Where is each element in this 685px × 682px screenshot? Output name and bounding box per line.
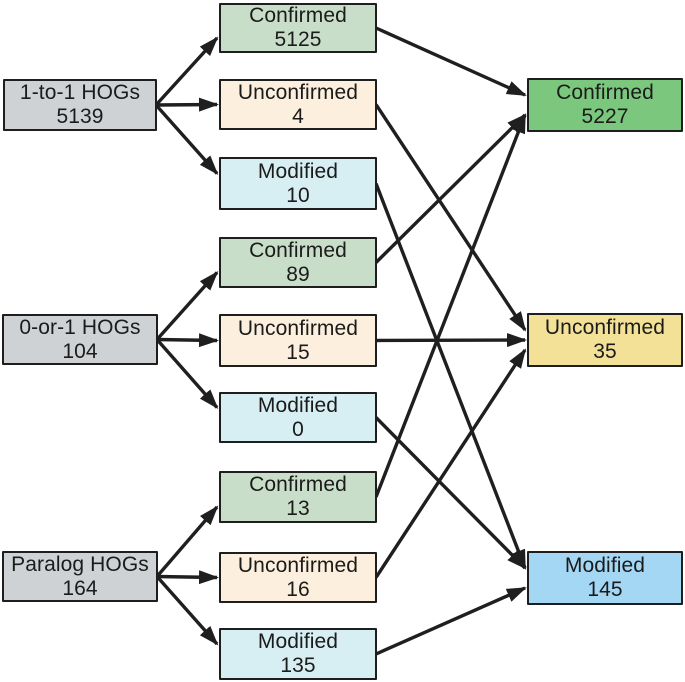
arrow-L2-to-M4 [155,271,219,341]
node-label: Modified [257,159,339,183]
node-label: Modified [257,393,339,417]
node-value: 13 [286,497,310,520]
node-label: Modified [564,554,646,577]
arrow-group [154,26,527,656]
node-label: 0-or-1 HOGs [19,315,141,339]
arrow-L1-to-M1 [154,36,219,107]
node-value: 35 [593,340,617,363]
node-label: Unconfirmed [237,316,359,340]
arrow-M8-to-R2 [374,348,527,579]
node-label: Modified [257,630,339,653]
arrow-L1-to-M2 [155,97,219,112]
node-label: Unconfirmed [544,316,666,339]
arrow-M2-to-R2 [374,103,527,332]
arrow-M7-to-R1 [374,113,527,498]
node-value: 5139 [56,105,104,128]
node-value: 164 [62,576,98,600]
arrow-M4-to-R1 [374,113,527,264]
arrow-M9-to-R3 [375,586,527,656]
arrow-L3-to-M7 [155,505,219,578]
node-value: 15 [286,340,310,364]
node-label: 1-to-1 HOGs [19,81,141,104]
node-value: 104 [62,339,98,363]
arrow-L1-to-M3 [154,103,219,175]
node-value: 135 [280,654,316,677]
arrow-M5-to-R2 [375,333,527,348]
node-label: Confirmed [556,81,654,104]
arrow-M1-to-R1 [375,26,527,97]
node-label: Confirmed [249,473,347,496]
arrow-L3-to-M8 [156,570,219,585]
node-value: 5125 [274,28,322,51]
arrow-M6-to-R3 [374,416,527,570]
arrow-L2-to-M6 [155,338,219,409]
arrow-L3-to-M9 [155,575,219,646]
node-label: Unconfirmed [237,553,359,577]
node-value: 10 [286,183,310,207]
node-label: Paralog HOGs [11,552,149,576]
node-value: 89 [286,262,310,286]
node-value: 4 [292,104,304,128]
node-value: 145 [587,578,623,601]
arrow-M3-to-R3 [374,182,527,570]
node-label: Confirmed [249,238,347,262]
node-value: 5227 [581,105,629,128]
node-value: 0 [292,417,304,441]
node-label: Confirmed [249,4,347,27]
node-label: Unconfirmed [237,80,359,104]
node-value: 16 [286,577,310,601]
arrow-L2-to-M5 [156,333,219,348]
